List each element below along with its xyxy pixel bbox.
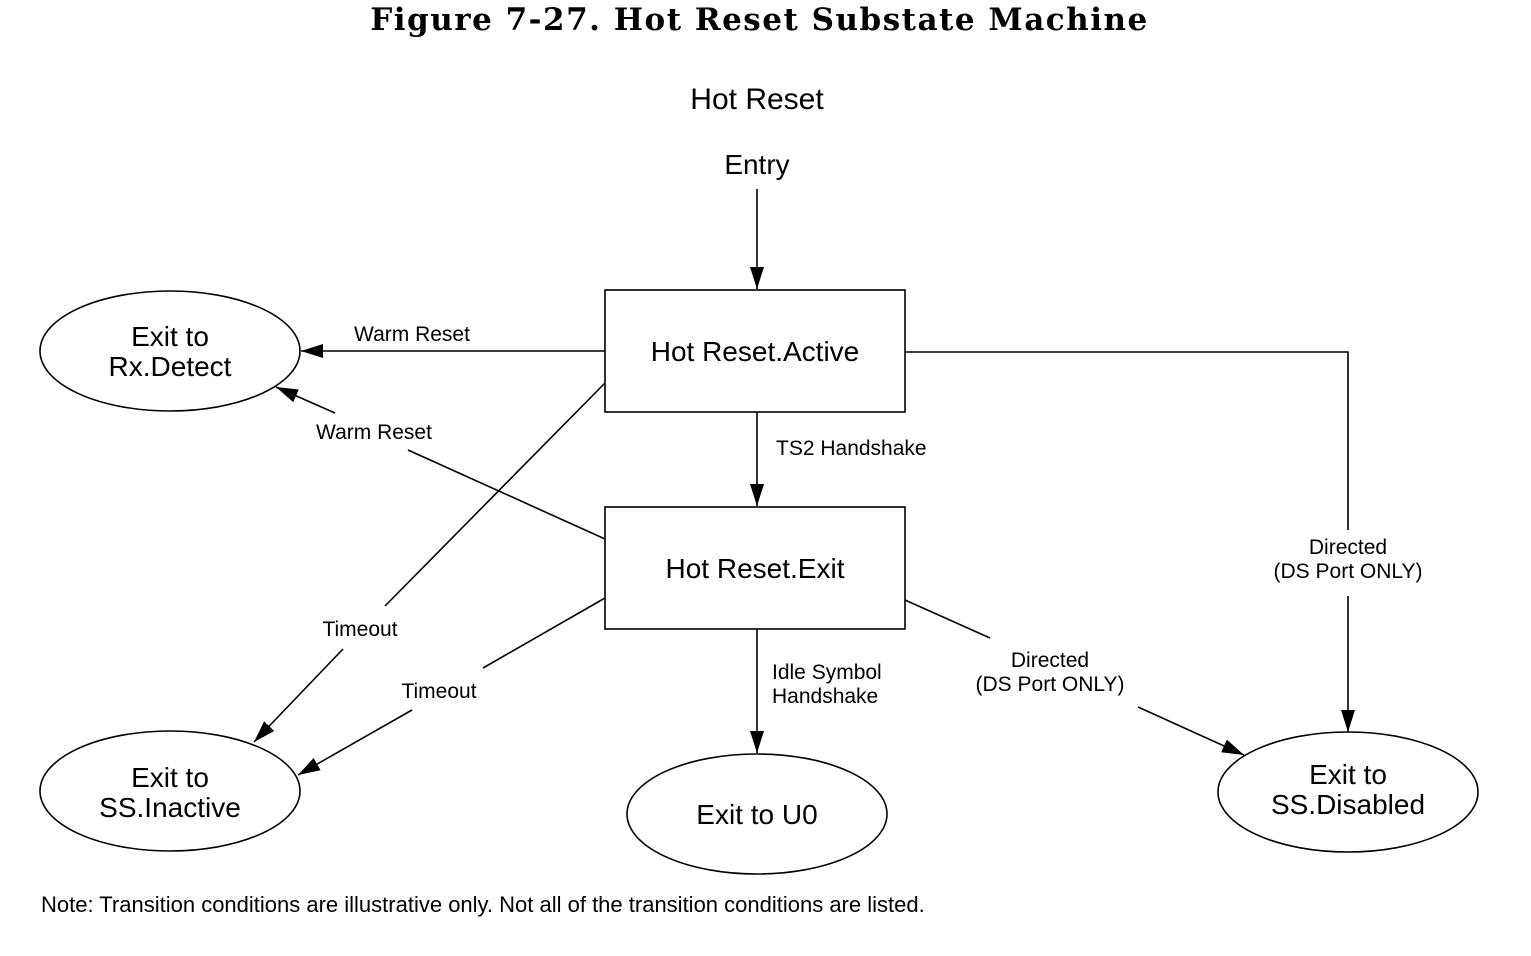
terminal-rx-detect: Exit to Rx.Detect — [39, 290, 301, 412]
terminal-rx-detect-line1: Exit to — [131, 321, 209, 352]
terminal-ss-inactive-line1: Exit to — [131, 762, 209, 793]
edge-exit-directed-line2: (DS Port ONLY) — [976, 673, 1125, 696]
edge-active-directed-line1: Directed — [1309, 536, 1387, 559]
edge-active-directed-segment — [905, 351, 1349, 530]
edge-active-timeout-label: Timeout — [322, 618, 397, 641]
edge-exit-warm-reset — [275, 386, 336, 414]
edge-exit-timeout-segment — [482, 597, 606, 669]
terminal-ss-disabled: Exit to SS.Disabled — [1217, 731, 1479, 853]
terminal-rx-detect-line2: Rx.Detect — [109, 351, 232, 382]
edge-active-directed-line2: (DS Port ONLY) — [1274, 560, 1423, 583]
edge-active-timeout — [253, 648, 344, 743]
edge-exit-directed — [1137, 706, 1245, 756]
terminal-u0: Exit to U0 — [626, 753, 888, 875]
state-hot-reset-active-label: Hot Reset.Active — [651, 336, 860, 367]
edge-active-warm-reset-label: Warm Reset — [354, 323, 470, 346]
edge-exit-directed-segment — [904, 599, 991, 639]
terminal-u0-label: Exit to U0 — [696, 799, 817, 830]
state-hot-reset-exit-label: Hot Reset.Exit — [666, 553, 845, 584]
edge-exit-warm-reset-label: Warm Reset — [316, 421, 432, 444]
edge-exit-warm-reset-segment — [407, 449, 606, 540]
edge-exit-timeout-label: Timeout — [401, 680, 476, 703]
terminal-ss-disabled-line1: Exit to — [1309, 759, 1387, 790]
state-hot-reset-active: Hot Reset.Active — [604, 289, 906, 413]
state-hot-reset-exit: Hot Reset.Exit — [604, 506, 906, 630]
diagram-heading: Hot Reset — [690, 83, 824, 116]
edge-idle-symbol-line2: Handshake — [772, 685, 878, 708]
edge-exit-directed-line1: Directed — [1011, 649, 1089, 672]
terminal-ss-inactive: Exit to SS.Inactive — [39, 730, 301, 852]
edge-ts2-handshake-label: TS2 Handshake — [776, 437, 927, 460]
diagram-note: Note: Transition conditions are illustra… — [41, 892, 925, 917]
terminal-ss-inactive-line2: SS.Inactive — [99, 792, 241, 823]
edge-exit-timeout — [297, 709, 413, 776]
terminal-ss-disabled-line2: SS.Disabled — [1271, 789, 1425, 820]
edge-idle-symbol-line1: Idle Symbol — [772, 661, 882, 684]
edge-active-timeout-segment — [384, 382, 606, 607]
entry-label: Entry — [724, 149, 789, 180]
figure-title: Figure 7-27. Hot Reset Substate Machine — [370, 2, 1149, 38]
